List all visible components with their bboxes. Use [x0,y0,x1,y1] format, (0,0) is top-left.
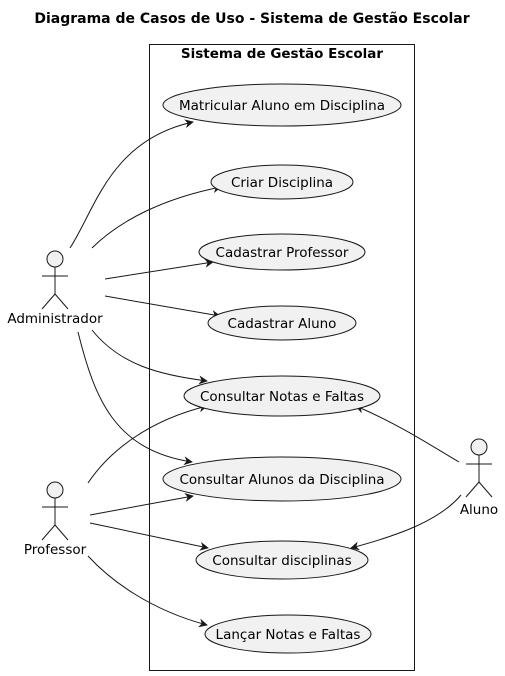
use-case-label: Cadastrar Professor [216,245,349,261]
use-case-consultar-disciplinas: Consultar disciplinas [195,540,369,580]
use-case-label: Lançar Notas e Faltas [216,627,361,643]
use-case-cadastrar-aluno: Cadastrar Aluno [207,305,357,341]
actor-aluno: Aluno [460,438,498,518]
assoc-admin-consultar-notas [91,329,208,385]
system-boundary-title: Sistema de Gestão Escolar [181,46,383,62]
use-case-criar-disciplina: Criar Disciplina [210,164,354,200]
assoc-prof-consultar-disciplinas [89,522,209,551]
assoc-aluno-consultar-notas [355,405,460,463]
assoc-prof-lancar-notas [87,555,208,628]
use-case-label: Matricular Aluno em Disciplina [179,98,385,114]
assoc-aluno-consultar-disciplinas [350,494,462,551]
stick-figure-icon [41,250,69,310]
use-case-label: Criar Disciplina [231,175,333,191]
diagram-title: Diagrama de Casos de Uso - Sistema de Ge… [34,11,469,27]
actor-administrador: Administrador [7,250,103,327]
use-case-oval [210,164,354,200]
assoc-admin-matricular [69,119,194,249]
actor-label: Administrador [7,311,103,327]
assoc-prof-consultar-notas [87,403,208,484]
associations [69,119,462,628]
actor-label: Aluno [460,502,498,518]
use-case-oval [195,540,369,580]
stick-figure-icon [41,481,69,541]
system-boundary [149,44,415,671]
actor-label: Professor [24,542,87,558]
assoc-admin-cad-aluno [104,295,221,320]
use-case-label: Consultar disciplinas [212,553,351,569]
assoc-admin-consultar-alunos [77,331,193,466]
assoc-admin-cad-professor [104,258,214,280]
use-case-label: Cadastrar Aluno [228,316,337,332]
use-case-consultar-alunos: Consultar Alunos da Disciplina [162,456,402,502]
use-case-oval [162,456,402,502]
use-case-label: Consultar Notas e Faltas [200,389,364,405]
use-case-oval [198,233,366,271]
actor-professor: Professor [24,481,87,558]
use-case-oval [162,83,402,127]
use-case-oval [183,375,381,417]
use-case-oval [207,305,357,341]
use-case-matricular: Matricular Aluno em Disciplina [162,83,402,127]
assoc-admin-criar-disciplina [91,184,222,249]
use-case-consultar-notas: Consultar Notas e Faltas [183,375,381,417]
stick-figure-icon [465,438,493,498]
use-case-cadastrar-professor: Cadastrar Professor [198,233,366,271]
use-case-label: Consultar Alunos da Disciplina [179,472,384,488]
use-case-lancar-notas: Lançar Notas e Faltas [204,614,372,654]
use-case-oval [204,614,372,654]
assoc-prof-consultar-alunos [89,493,194,516]
